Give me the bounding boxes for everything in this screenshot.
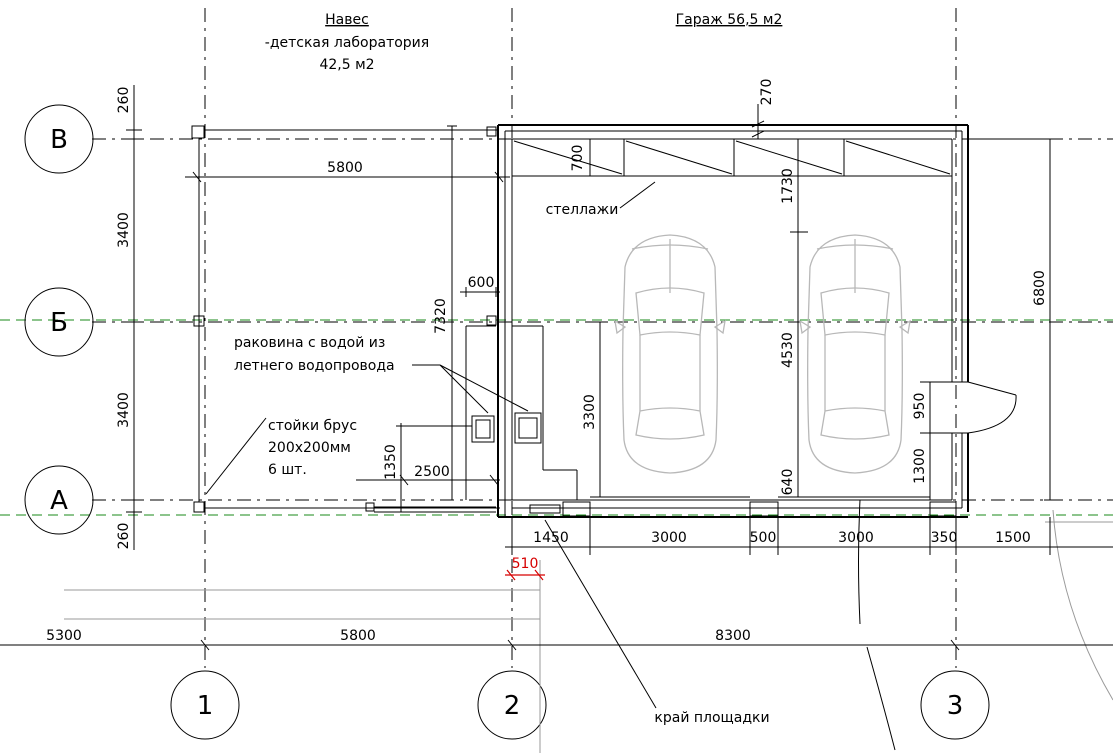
dim-5800-inner: 5800 [327, 160, 363, 176]
edge-label: край площадки [654, 710, 769, 726]
garage-title: Гараж 56,5 м2 [676, 12, 783, 28]
dim-3400-lower: 3400 [116, 392, 132, 428]
dim-3400-upper: 3400 [116, 212, 132, 248]
dimension-lines [0, 85, 1113, 651]
dim-260-bottom: 260 [116, 523, 132, 550]
driveway-lines [64, 499, 1113, 753]
dim-1450: 1450 [533, 530, 569, 546]
axis-marker-a: А [24, 465, 94, 535]
sink-label-line1: раковина с водой из [234, 335, 385, 351]
axis-label-v: В [50, 125, 68, 155]
axis-label-a: А [50, 486, 68, 516]
dim-3000-right: 3000 [838, 530, 874, 546]
shelves-label: стеллажи [546, 202, 619, 218]
site-boundary-lines [0, 319, 1113, 516]
dim-5800-bottom: 5800 [340, 628, 376, 644]
axis-marker-1: 1 [170, 670, 240, 740]
car-right [799, 234, 911, 474]
dimension-texts: 260 3400 3400 260 5800 7320 600 2500 135… [46, 79, 1048, 644]
axis-marker-2: 2 [477, 670, 547, 740]
dim-8300: 8300 [715, 628, 751, 644]
dim-260-top: 260 [116, 87, 132, 114]
dim-640: 640 [780, 469, 796, 496]
dim-2500: 2500 [414, 464, 450, 480]
dim-4530: 4530 [780, 332, 796, 368]
dim-1300: 1300 [912, 448, 928, 484]
dim-1500: 1500 [995, 530, 1031, 546]
posts-label-line3: 6 шт. [268, 462, 307, 478]
axis-label-3: 3 [947, 691, 964, 721]
sink-label-line2: летнего водопровода [234, 358, 395, 374]
axis-marker-3: 3 [920, 670, 990, 740]
posts-label-line1: стойки брус [268, 418, 357, 434]
dim-6800: 6800 [1032, 270, 1048, 306]
canopy-area: 42,5 м2 [319, 57, 374, 73]
dim-1350: 1350 [383, 444, 399, 480]
axis-marker-b: Б [24, 287, 94, 357]
dim-350: 350 [931, 530, 958, 546]
axis-marker-v: В [24, 104, 94, 174]
garage-doors [529, 381, 1017, 517]
axis-label-2: 2 [504, 691, 521, 721]
dim-3300: 3300 [582, 394, 598, 430]
dim-510: 510 [512, 556, 539, 572]
axis-label-b: Б [50, 308, 68, 338]
sink-area [465, 325, 578, 500]
dim-5300: 5300 [46, 628, 82, 644]
dim-600: 600 [468, 275, 495, 291]
annotations: стеллажи раковина с водой из летнего вод… [205, 181, 770, 726]
canopy-title: Навес [325, 12, 369, 28]
garage-walls [497, 124, 969, 518]
dim-950: 950 [912, 393, 928, 420]
axis-label-1: 1 [197, 691, 214, 721]
dim-1730: 1730 [780, 168, 796, 204]
car-left [614, 234, 726, 474]
canopy-frame [191, 125, 500, 513]
dim-3000-left: 3000 [651, 530, 687, 546]
dim-7320: 7320 [433, 298, 449, 334]
dim-270: 270 [759, 79, 775, 106]
posts-label-line2: 200х200мм [268, 440, 351, 456]
dim-700: 700 [570, 145, 586, 172]
canopy-subtitle: -детская лаборатория [265, 35, 429, 51]
dim-500: 500 [750, 530, 777, 546]
shelves [512, 139, 952, 177]
